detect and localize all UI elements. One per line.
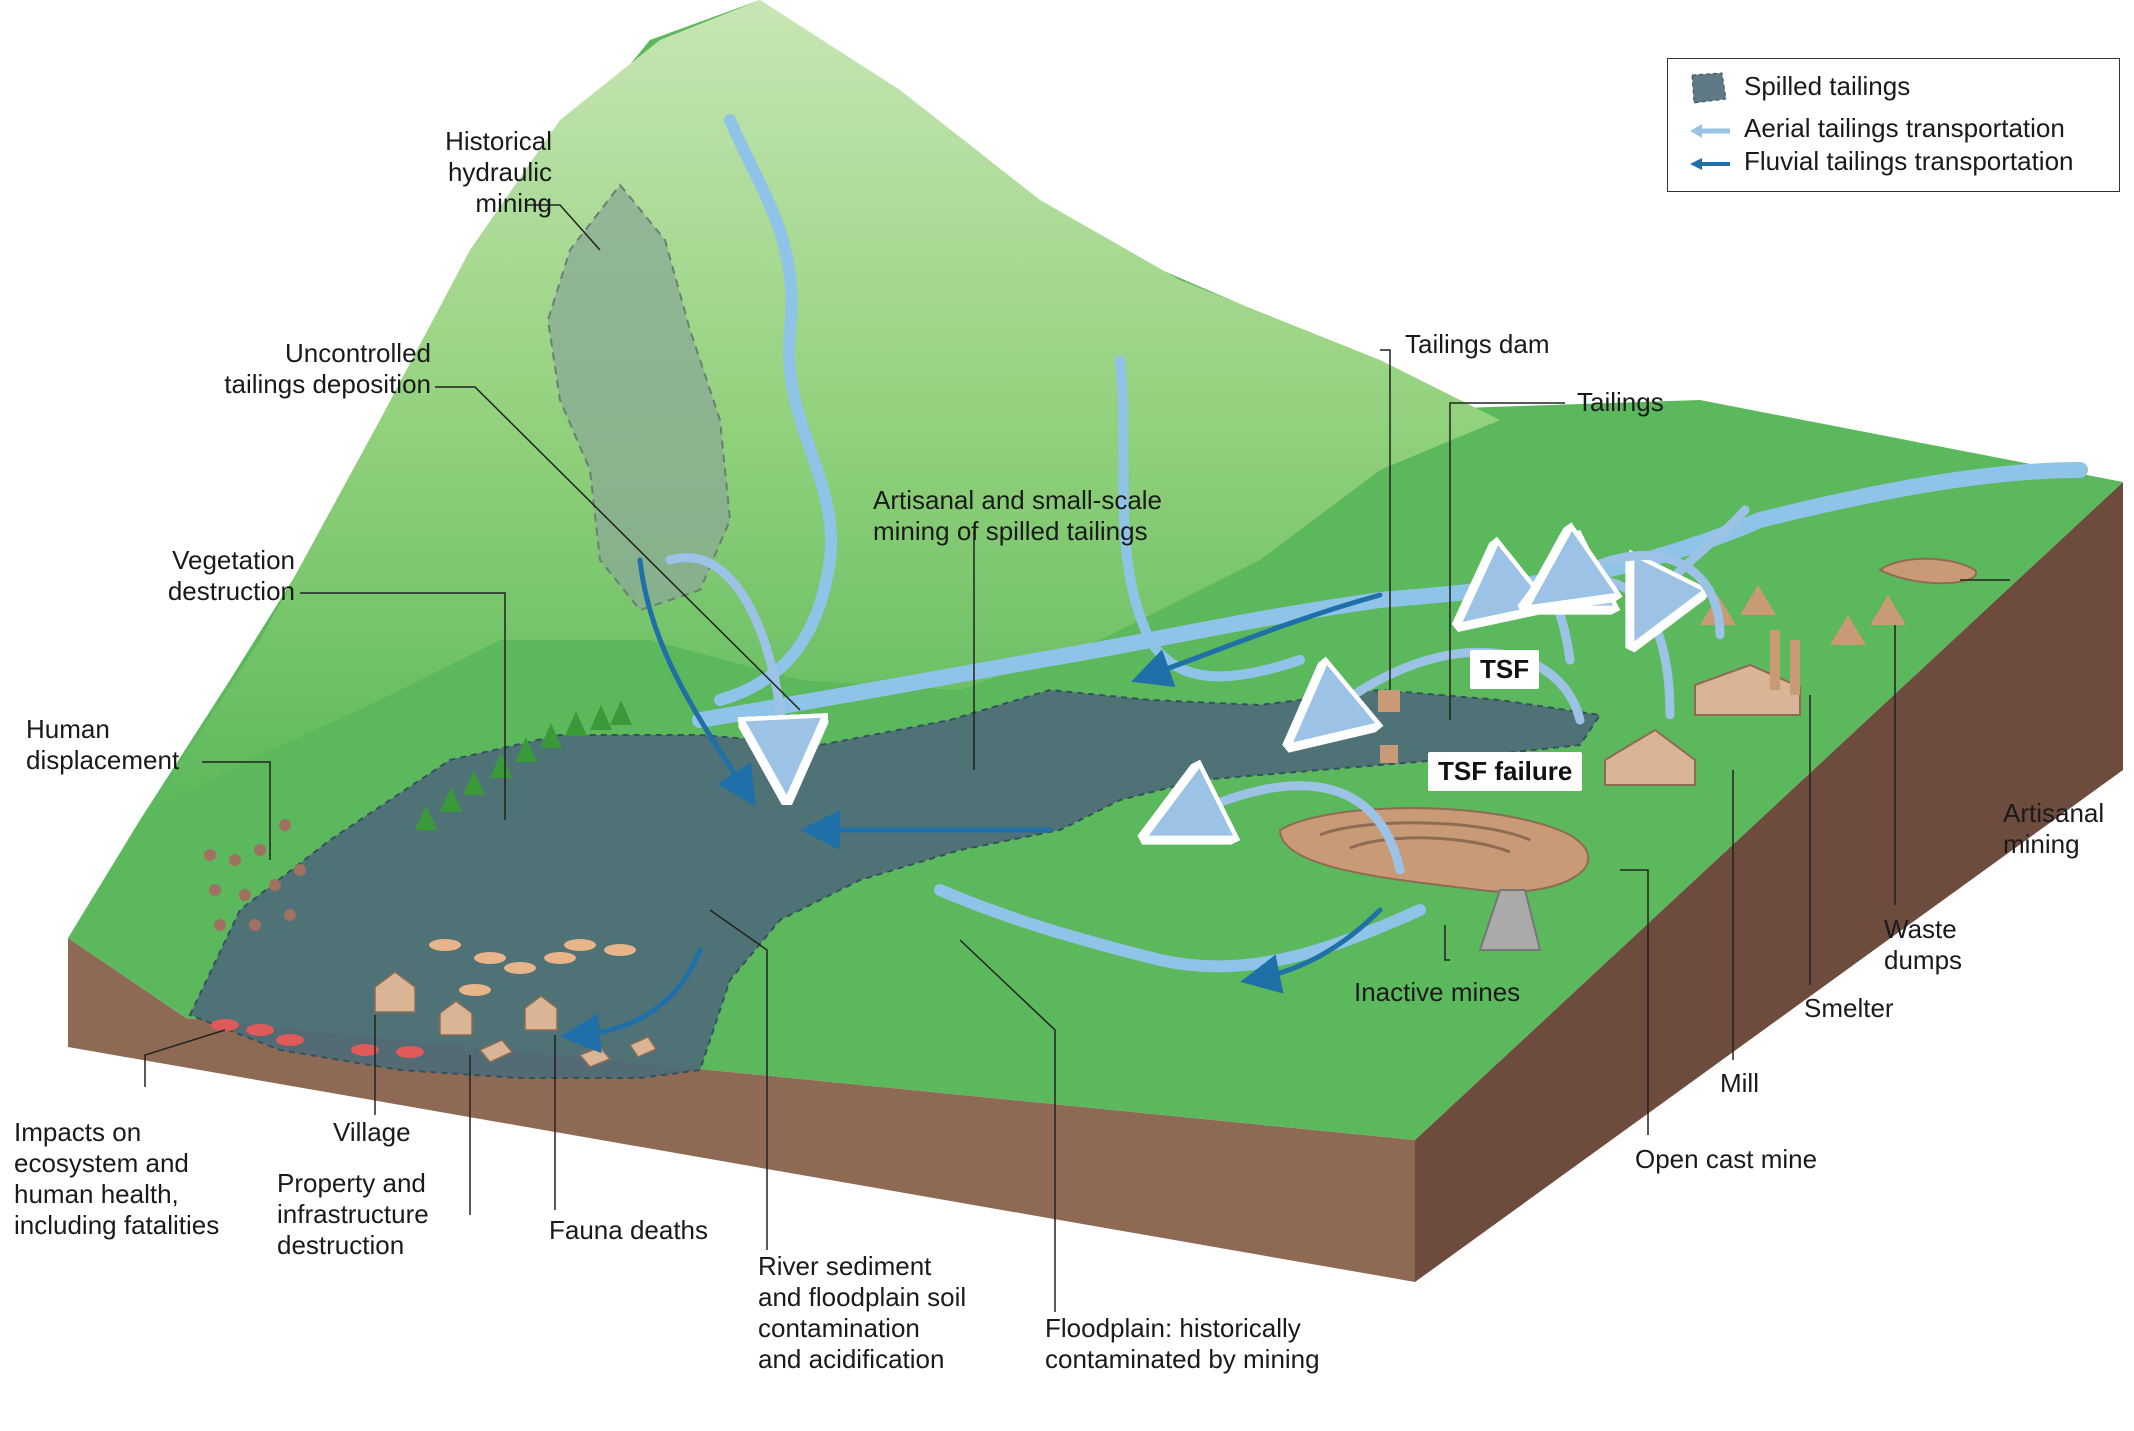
label-waste-dumps: Waste dumps — [1884, 914, 1963, 975]
callout-tsf: TSF — [1470, 650, 1540, 689]
legend: Spilled tailings Aerial tailings transpo… — [1667, 58, 2120, 192]
mountain — [150, 0, 1500, 810]
callout-tsf-failure: TSF failure — [1428, 752, 1583, 791]
label-open-cast-mine: Open cast mine — [1635, 1144, 1818, 1174]
label-fauna-deaths: Fauna deaths — [549, 1215, 709, 1245]
label-inactive-mines: Inactive mines — [1354, 977, 1521, 1007]
label-vegetation-destruction: Vegetation destruction — [167, 545, 295, 606]
spilled-tailings-swatch — [1691, 72, 1727, 104]
legend-swatches — [1690, 72, 1730, 170]
label-tailings: Tailings — [1577, 387, 1664, 417]
label-artisanal-mining: Artisanal mining — [2003, 798, 2105, 859]
label-artisanal-small-scale: Artisanal and small-scale mining of spil… — [873, 485, 1163, 546]
label-impacts-ecosystem: Impacts on ecosystem and human health, i… — [14, 1117, 220, 1240]
hydraulic-mining-scar — [546, 183, 732, 612]
label-floodplain: Floodplain: historically contaminated by… — [1045, 1313, 1320, 1374]
legend-fluvial: Fluvial tailings transportation — [1744, 146, 2074, 176]
label-historical-hydraulic-mining: Historical hydraulic mining — [445, 126, 552, 218]
trees — [415, 700, 632, 830]
label-uncontrolled-tailings: Uncontrolled tailings deposition — [224, 338, 431, 399]
legend-spilled: Spilled tailings — [1744, 71, 1911, 101]
label-mill: Mill — [1720, 1068, 1759, 1098]
label-smelter: Smelter — [1804, 993, 1894, 1023]
industrial-site — [1278, 557, 1977, 951]
legend-aerial: Aerial tailings transportation — [1744, 113, 2065, 143]
soil-block — [68, 482, 2123, 1282]
label-village: Village — [333, 1117, 411, 1147]
fluvial-arrows — [560, 557, 1383, 1054]
label-tailings-dam: Tailings dam — [1405, 329, 1550, 359]
dead-fish — [429, 939, 636, 996]
leader-lines — [144, 204, 2010, 1312]
ecosystem-victims — [211, 1019, 424, 1058]
displaced-people — [204, 819, 306, 931]
label-property-destruction: Property and infrastructure destruction — [277, 1168, 429, 1260]
label-human-displacement: Human displacement — [26, 714, 180, 775]
village-houses — [374, 971, 658, 1068]
label-river-sediment: River sediment and floodplain soil conta… — [758, 1251, 967, 1374]
